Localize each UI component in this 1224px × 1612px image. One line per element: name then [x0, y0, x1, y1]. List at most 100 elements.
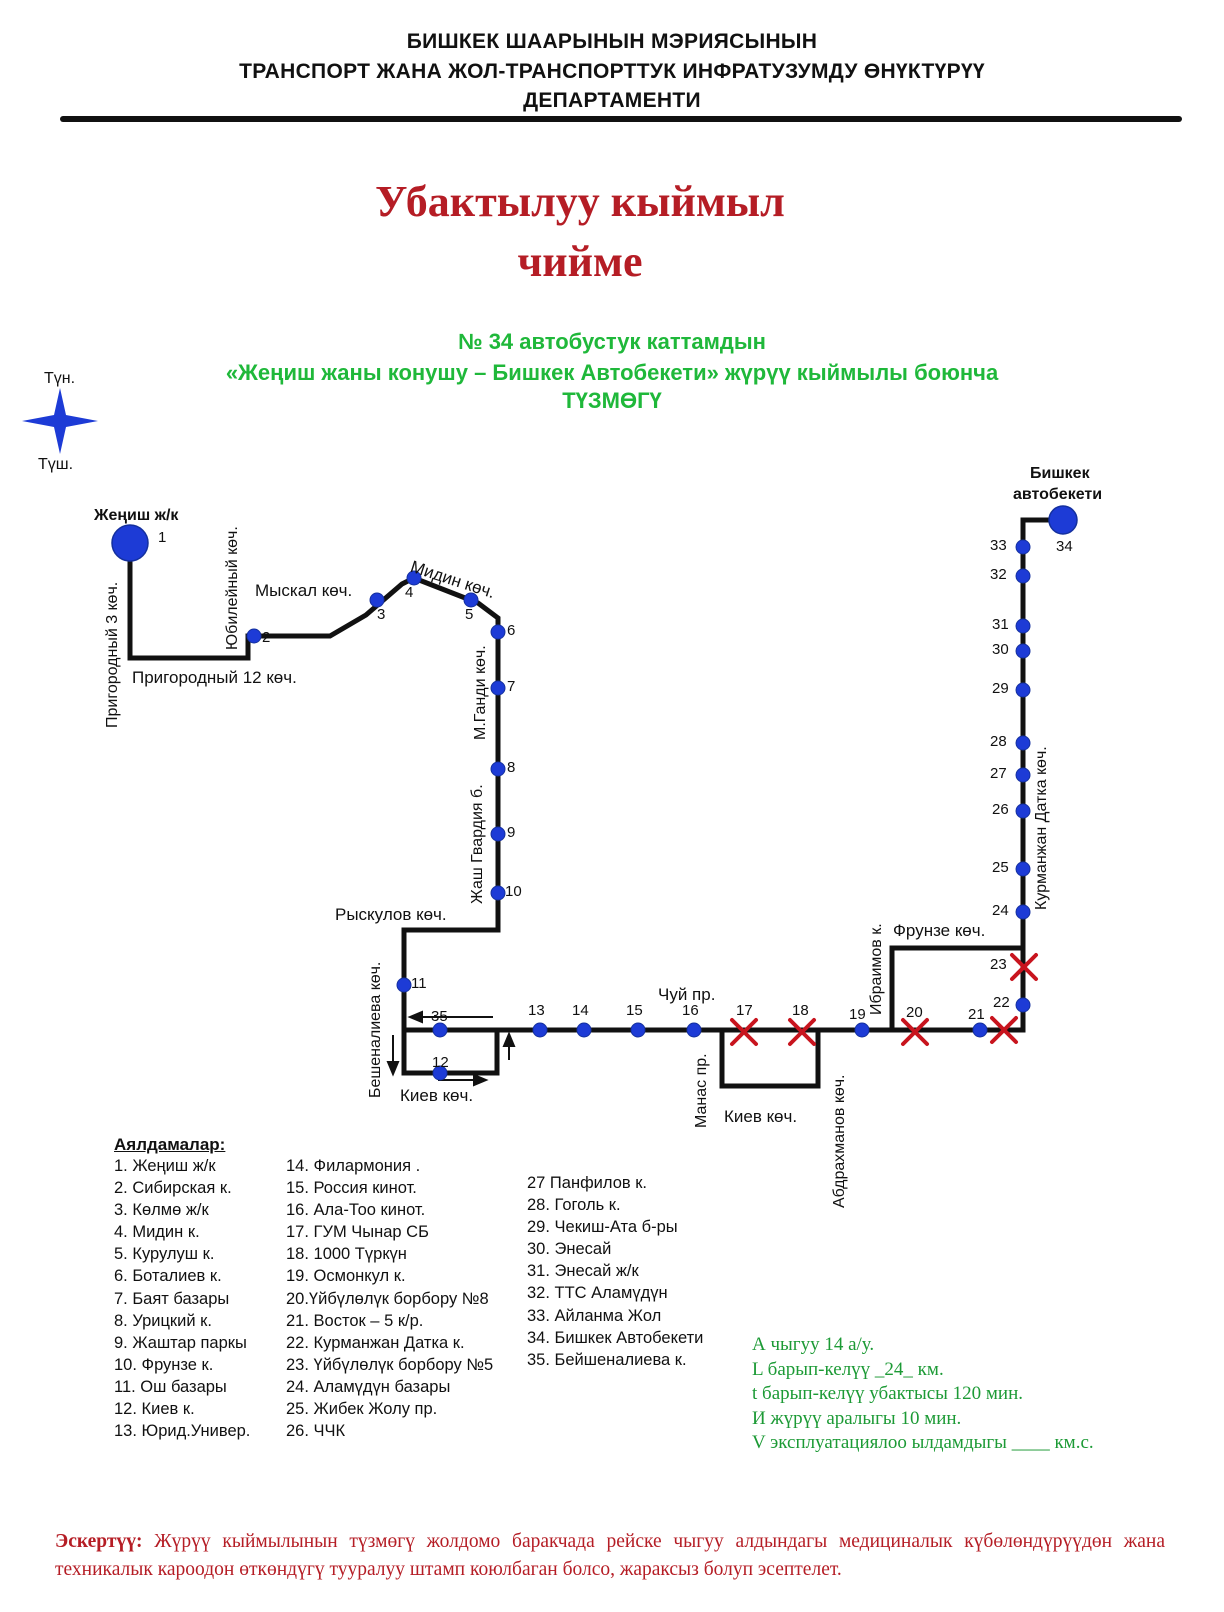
street-beshenalieva: Бешеналиева көч.: [367, 961, 384, 1098]
legend-item: 1. Жеңиш ж/к: [114, 1157, 216, 1175]
stop-number-29: 29: [992, 680, 1009, 697]
param-length: L барып-келүү _24_ км.: [752, 1358, 944, 1380]
legend-item: 4. Мидин к.: [114, 1223, 200, 1242]
legend-item: 22. Курманжан Датка к.: [286, 1333, 465, 1352]
closed-stop-22b-icon: [990, 1016, 1018, 1044]
route-line-west: [127, 517, 1061, 1033]
street-yubileyny: Юбилейный көч.: [224, 526, 241, 650]
legend-item: 10. Фрунзе к.: [114, 1355, 214, 1374]
legend-item: 30. Энесай: [527, 1240, 612, 1259]
stop-dot-32: [1015, 568, 1031, 584]
stop-number-19: 19: [849, 1006, 866, 1023]
legend-item: 34. Бишкек Автобекети: [527, 1328, 704, 1347]
route-parameters: А чыгуу 14 а/у. L барып-келүү _24_ км. t…: [752, 1333, 1094, 1456]
compass-rose-icon: [22, 388, 98, 454]
legend-item: 15. Россия кинот.: [286, 1179, 417, 1198]
footnote-label: Эскертүү:: [55, 1531, 143, 1552]
legend-item: 20.Үйбүлөлүк борбору №8: [286, 1289, 489, 1308]
terminal-start-label: Жеңиш ж/к: [94, 507, 179, 524]
legend-item: 25. Жибек Жолу пр.: [286, 1400, 438, 1419]
dept-header-line-3: ДЕПАРТАМЕНТИ: [523, 89, 701, 112]
route-loop-frunze: [889, 945, 1026, 1033]
stop-number-5: 5: [465, 606, 474, 623]
stop-dot-9: [490, 826, 506, 842]
stop-number-23: 23: [990, 956, 1007, 973]
closed-stop-20-icon: [901, 1018, 929, 1046]
param-time: t барып-келүү убактысы 120 мин.: [752, 1383, 1024, 1404]
stop-dot-25: [1015, 861, 1031, 877]
stop-dot-31: [1015, 618, 1031, 634]
stop-dot-26: [1015, 803, 1031, 819]
footnote: Эскертүү: Жүрүү кыймылынын түзмөгү жолдо…: [55, 1528, 1165, 1584]
stop-dot-22: [1015, 997, 1031, 1013]
legend-item: 28. Гоголь к.: [527, 1196, 621, 1215]
legend-item: 35. Бейшеналиева к.: [527, 1350, 687, 1369]
street-abdrakhmanov: Абдрахманов көч.: [831, 1074, 848, 1208]
stop-number-32: 32: [990, 566, 1007, 583]
stop-number-34: 34: [1056, 538, 1073, 555]
stop-number-26: 26: [992, 801, 1009, 818]
header-rule: [60, 116, 1182, 122]
stop-number-10: 10: [505, 883, 522, 900]
title-line-2: чийме: [517, 237, 643, 286]
param-buses: А чыгуу 14 а/у.: [752, 1334, 875, 1355]
dept-header-line-1: БИШКЕК ШААРЫНЫН МЭРИЯСЫНЫН: [406, 30, 818, 53]
param-speed: V эксплуатациялоо ылдамдыгы ____ км.с.: [752, 1432, 1094, 1453]
stop-dot-10: [490, 885, 506, 901]
stop-dot-6: [490, 624, 506, 640]
stop-number-35: 35: [431, 1008, 448, 1025]
legend-item: 26. ЧЧК: [286, 1422, 346, 1441]
stop-dot-12: [432, 1065, 448, 1081]
stop-number-1: 1: [158, 529, 167, 546]
legend-heading: Аялдамалар:: [114, 1135, 226, 1154]
stop-number-14: 14: [572, 1002, 589, 1019]
closed-stop-23-icon: [1010, 953, 1038, 981]
stop-dot-27: [1015, 767, 1031, 783]
route-loop-kiev-west: [401, 1027, 500, 1076]
street-zhash-gvardiya: Жаш Гвардия б.: [469, 784, 486, 904]
closed-stop-18-icon: [788, 1018, 816, 1046]
stop-dot-35: [432, 1022, 448, 1038]
stop-number-30: 30: [992, 641, 1009, 658]
legend-item: 9. Жаштар паркы: [114, 1333, 247, 1352]
legend-item: 6. Боталиев к.: [114, 1267, 222, 1286]
stop-number-22: 22: [993, 994, 1010, 1011]
stop-dot-14: [576, 1022, 592, 1038]
street-prigorodny12: Пригородный 12 көч.: [132, 668, 297, 687]
param-interval: И жүрүү аралыгы 10 мин.: [752, 1407, 962, 1429]
legend-column-1: 1. Жеңиш ж/к 2. Сибирская к. 3. Көлмө ж/…: [114, 1155, 250, 1442]
stop-dot-33: [1015, 539, 1031, 555]
legend-item: 31. Энесай ж/к: [527, 1262, 639, 1281]
closed-stop-17-icon: [730, 1018, 758, 1046]
legend-item: 3. Көлмө ж/к: [114, 1201, 209, 1220]
stop-number-21: 21: [968, 1006, 985, 1023]
legend-item: 12. Киев к.: [114, 1400, 195, 1419]
stop-dot-15: [630, 1022, 646, 1038]
stop-number-31: 31: [992, 616, 1009, 633]
stop-dot-11: [396, 977, 412, 993]
stop-number-17: 17: [736, 1002, 753, 1019]
stop-dot-5: [463, 592, 479, 608]
stop-number-24: 24: [992, 902, 1009, 919]
street-ryskulov: Рыскулов көч.: [335, 905, 447, 924]
stop-number-11: 11: [411, 975, 427, 992]
terminal-end-label-1: Бишкек: [1030, 465, 1090, 482]
subtitle-line-1: № 34 автобустук каттамдын: [458, 329, 766, 354]
terminal-end-label-2: автобекети: [1013, 486, 1103, 503]
stop-number-12: 12: [432, 1054, 449, 1071]
stop-number-20: 20: [906, 1004, 923, 1021]
stop-dot-21: [972, 1022, 988, 1038]
stop-number-13: 13: [528, 1002, 545, 1019]
legend-item: 8. Урицкий к.: [114, 1311, 212, 1330]
stop-number-4: 4: [405, 584, 414, 601]
stop-number-8: 8: [507, 759, 516, 776]
legend-item: 29. Чекиш-Ата б-ры: [527, 1218, 678, 1237]
stop-number-15: 15: [626, 1002, 643, 1019]
stop-dot-3: [369, 592, 385, 608]
stop-dot-19: [854, 1022, 870, 1038]
legend-item: 32. ТТС Аламүдүн: [527, 1284, 668, 1303]
subtitle-line-3: ТҮЗМӨГҮ: [562, 388, 662, 413]
stop-number-27: 27: [990, 765, 1007, 782]
legend-item: 18. 1000 Түркүн: [286, 1245, 407, 1264]
